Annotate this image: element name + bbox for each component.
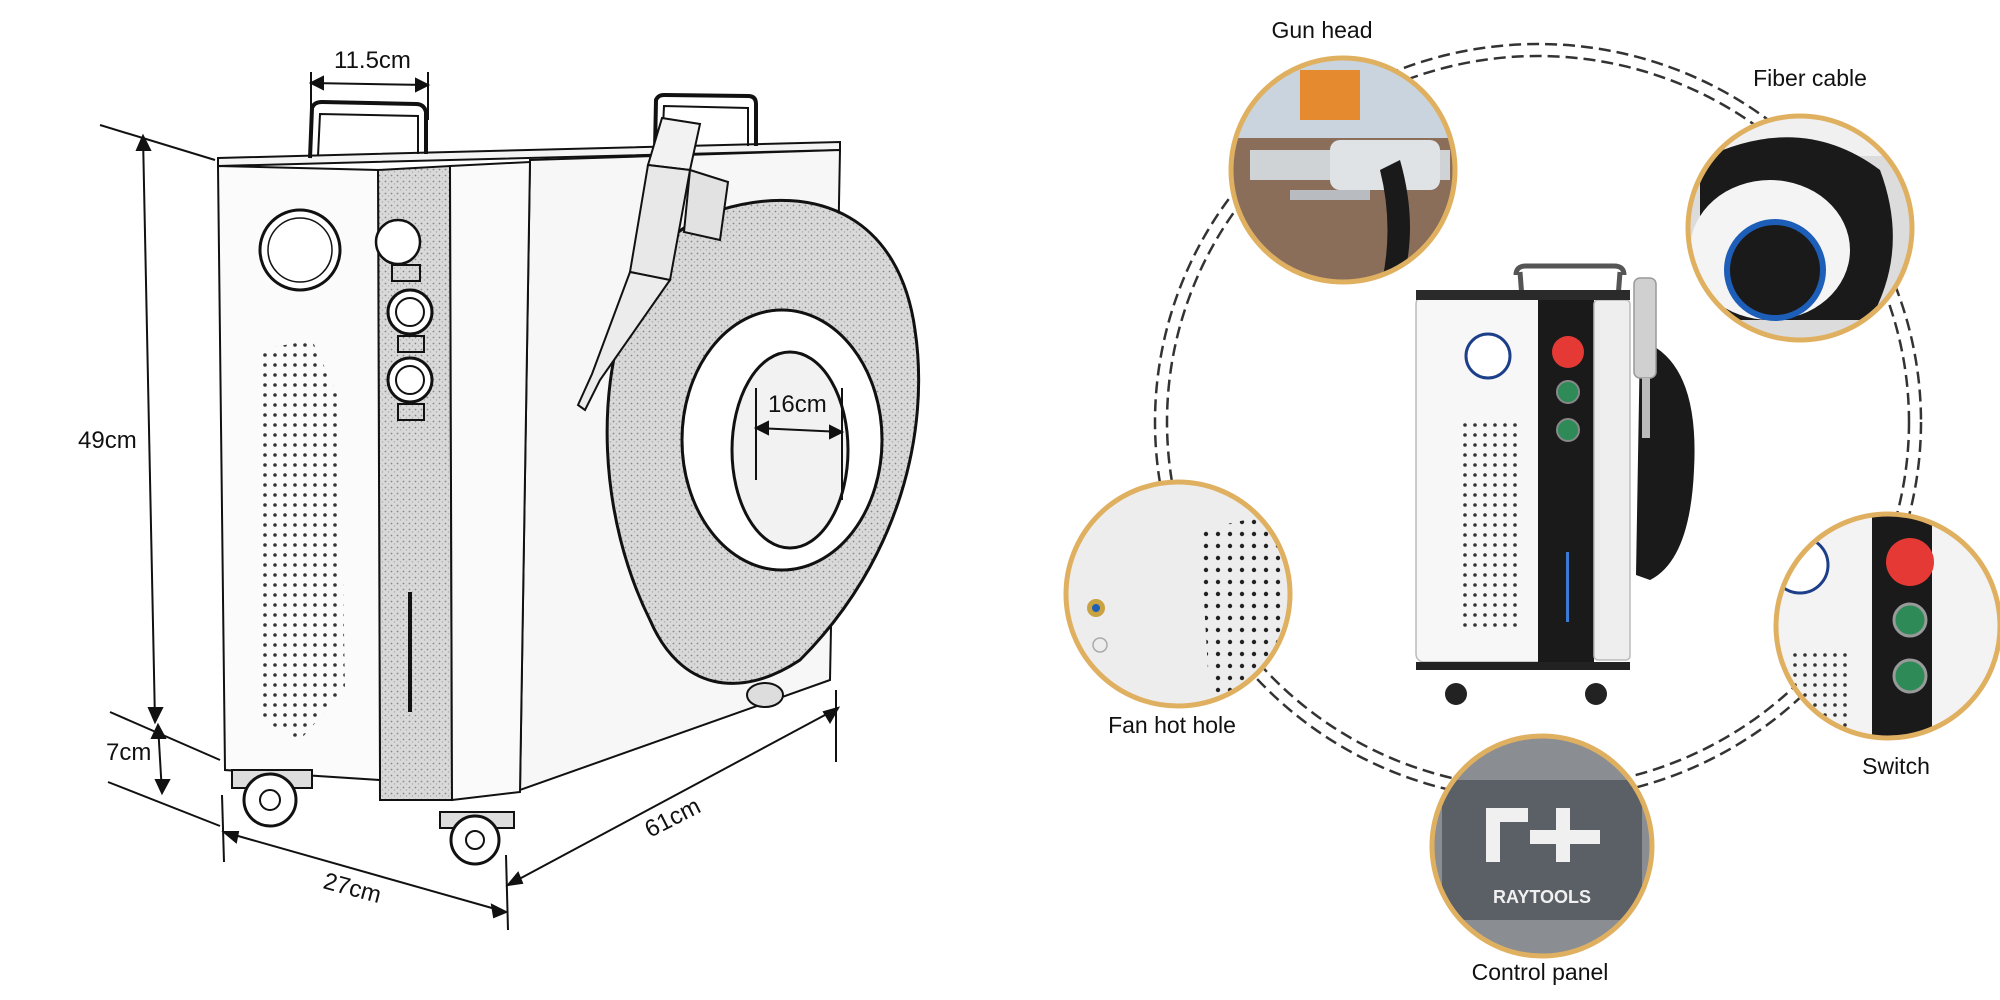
wheel-rear <box>439 811 515 866</box>
circle-gun-head <box>1228 55 1458 285</box>
label-control-panel: Control panel <box>1472 959 1609 985</box>
gold-mark-logo <box>258 208 342 292</box>
circle-fiber-cable <box>1685 113 1915 343</box>
wheel-back <box>746 682 784 708</box>
dim-height: 49cm <box>78 427 137 454</box>
circle-switch <box>1773 511 2000 741</box>
wheel-front <box>231 769 313 828</box>
machine-sketch <box>216 92 921 866</box>
circle-control-panel: RAYTOOLS <box>1429 733 1655 959</box>
dim-handle-width: 11.5cm <box>334 47 411 74</box>
dim-wheel-height: 7cm <box>106 739 151 766</box>
label-gun-head: Gun head <box>1271 17 1372 43</box>
dimension-lines <box>99 72 845 931</box>
machine-photo <box>1415 263 1695 705</box>
dim-depth: 61cm <box>640 793 705 844</box>
machine-logo <box>1464 332 1512 380</box>
dim-reel-diameter: 16cm <box>768 391 827 418</box>
label-switch: Switch <box>1862 753 1930 779</box>
raytools-logo: RAYTOOLS <box>1493 887 1591 907</box>
machine-green-button-1 <box>1556 380 1580 404</box>
machine-green-button-2 <box>1556 418 1580 442</box>
machine-vent-holes <box>1458 420 1520 630</box>
machine-stop-button <box>1552 336 1584 368</box>
circle-fan-hot-hole <box>1063 479 1293 709</box>
vent-holes-sketch <box>258 340 345 740</box>
label-fiber-cable: Fiber cable <box>1753 65 1867 91</box>
label-fan-hot-hole: Fan hot hole <box>1108 712 1236 738</box>
